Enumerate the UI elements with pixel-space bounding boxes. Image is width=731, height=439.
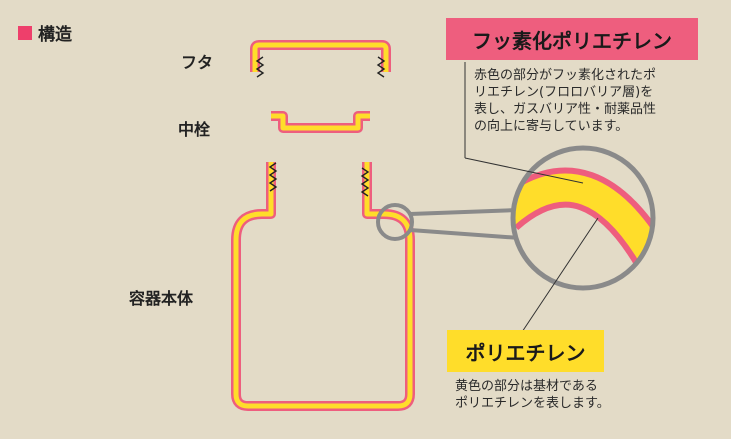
container-body-shape: [231, 162, 415, 411]
polyethylene-desc-line: 黄色の部分は基材である: [455, 379, 598, 394]
lid-shape: [250, 40, 391, 78]
heading-text: 構造: [38, 25, 72, 45]
inner-plug-shape: [271, 111, 370, 133]
polyethylene-desc-line: ポリエチレンを表します。: [455, 396, 610, 411]
polyethylene-description: 黄色の部分は基材である ポリエチレンを表します。: [455, 378, 610, 412]
fluorinated-desc-line: 赤色の部分がフッ素化されたポ: [474, 68, 657, 83]
lid-label: フタ: [181, 53, 214, 72]
fluorinated-pe-description: 赤色の部分がフッ素化されたポ リエチレン(フロロバリア層)を 表し、ガスバリア性…: [474, 67, 656, 135]
polyethylene-badge: ポリエチレン: [447, 330, 604, 372]
fluorinated-desc-line: 表し、ガスバリア性・耐薬品性: [474, 102, 657, 117]
zoom-callout: [376, 145, 656, 291]
section-heading: 構造: [18, 20, 72, 45]
container-body-label: 容器本体: [129, 289, 194, 308]
inner-plug-label: 中栓: [178, 120, 211, 139]
heading-marker-icon: [18, 25, 32, 40]
fluorinated-desc-line: リエチレン(フロロバリア層)を: [474, 85, 654, 100]
fluorinated-desc-line: の向上に寄与しています。: [474, 119, 629, 134]
fluorinated-pe-badge: フッ素化ポリエチレン: [446, 18, 698, 60]
